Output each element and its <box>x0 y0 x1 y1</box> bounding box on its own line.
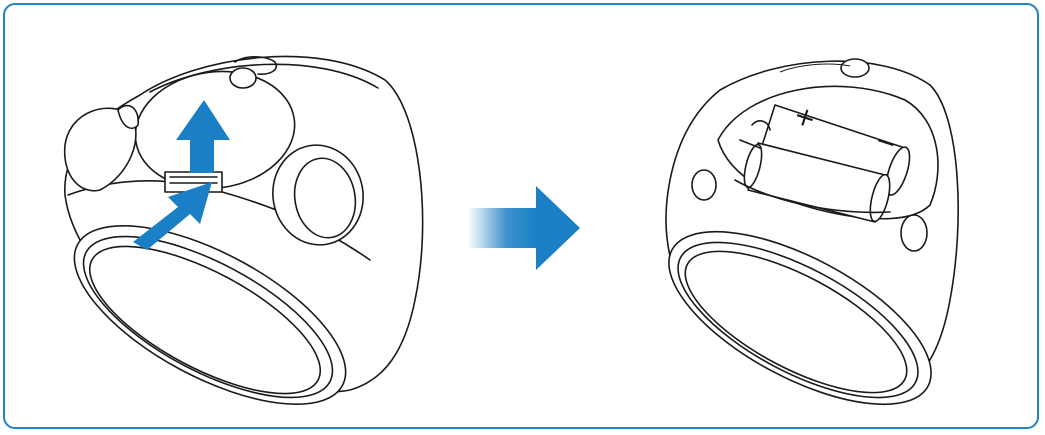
device-open: + − <box>644 59 958 435</box>
next-step-arrow-icon <box>468 186 580 270</box>
device-closed <box>48 56 422 435</box>
